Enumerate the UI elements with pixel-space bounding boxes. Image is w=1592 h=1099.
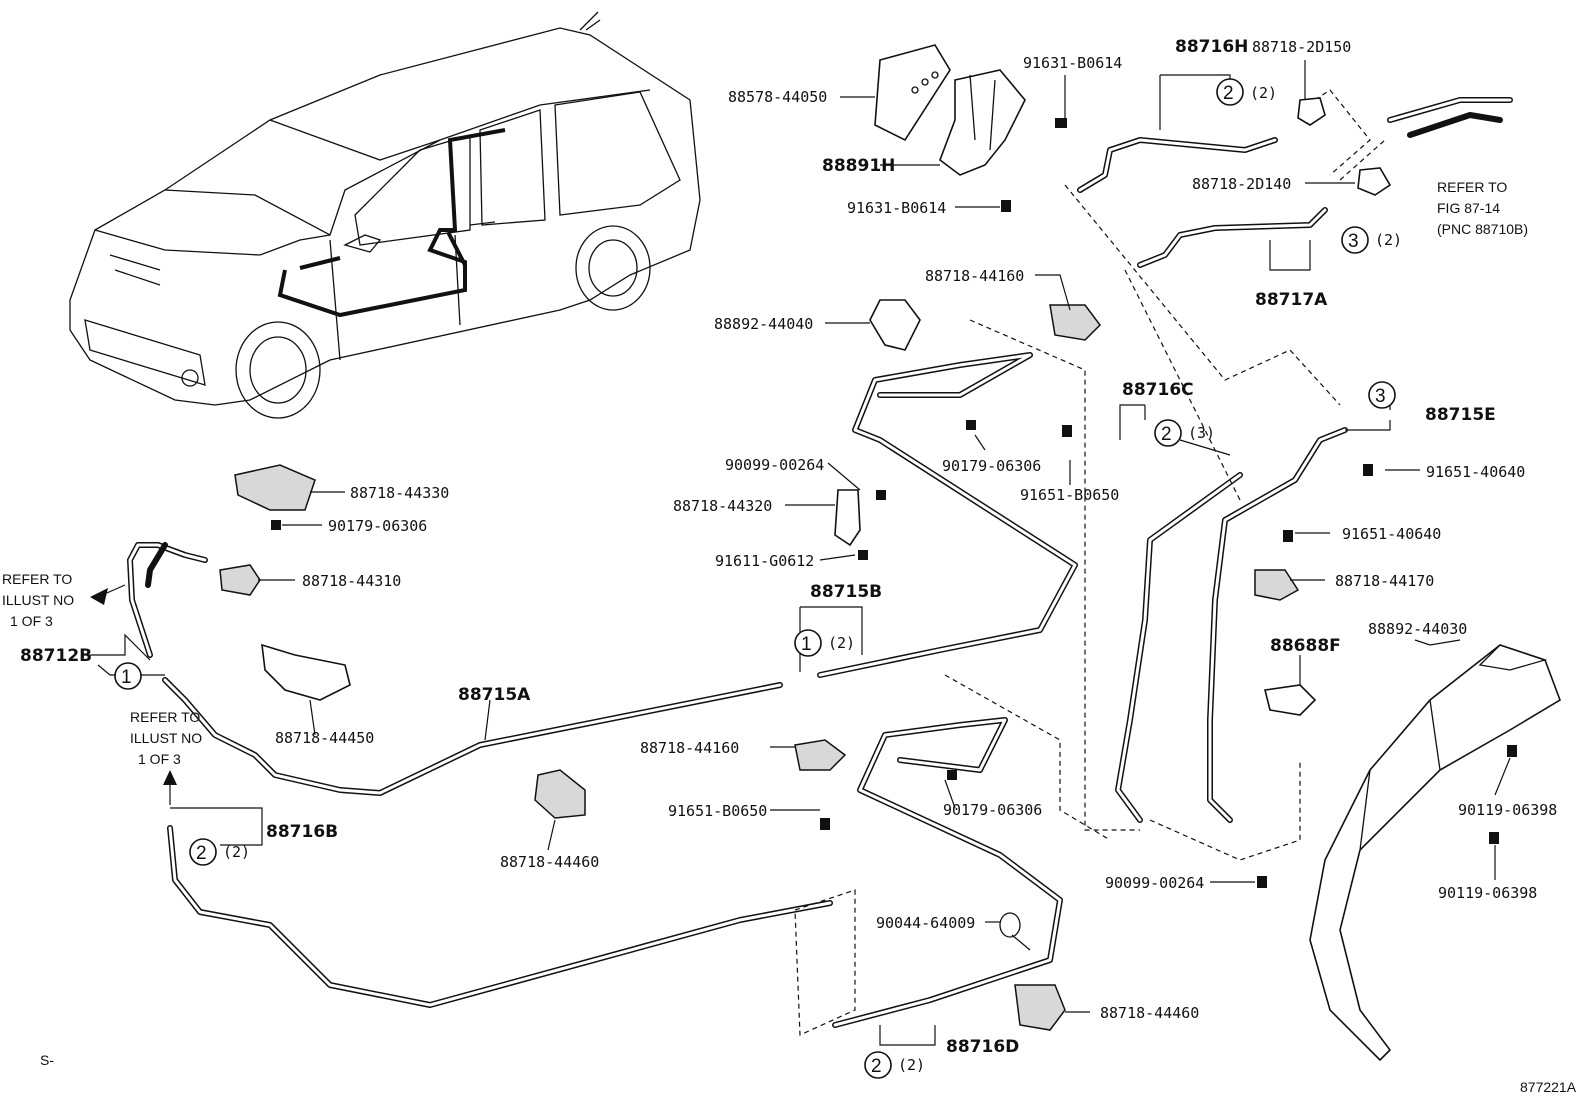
callout-number: 2 bbox=[871, 1056, 882, 1077]
refer-note-line: 1 OF 3 bbox=[138, 751, 181, 767]
part-label-88718-44160: 88718-44160 bbox=[925, 267, 1024, 285]
part-label-91611-g0612: 91611-G0612 bbox=[715, 552, 814, 570]
pipe-88716c bbox=[1115, 472, 1243, 823]
part-label-88718-44460: 88718-44460 bbox=[1100, 1004, 1199, 1022]
callout-qty: (2) bbox=[828, 634, 855, 652]
part-label-88892-44030: 88892-44030 bbox=[1368, 620, 1467, 638]
pipe-88715b bbox=[817, 352, 1078, 678]
callout-number: 1 bbox=[121, 667, 132, 688]
part-label-90179-06306: 90179-06306 bbox=[942, 457, 1041, 475]
callout-number: 2 bbox=[1223, 83, 1234, 104]
callout-number: 2 bbox=[1161, 424, 1172, 445]
pipe-refer-fig bbox=[1387, 97, 1513, 138]
pipe-88716d bbox=[832, 717, 1063, 1028]
part-label-90179-06306: 90179-06306 bbox=[328, 517, 427, 535]
part-label-88715b: 88715B bbox=[810, 582, 882, 602]
part-label-91651-40640: 91651-40640 bbox=[1342, 525, 1441, 543]
callout-number: 3 bbox=[1375, 386, 1386, 407]
part-label-88718-44170: 88718-44170 bbox=[1335, 572, 1434, 590]
part-label-88718-44160: 88718-44160 bbox=[640, 739, 739, 757]
footer-left-mark: S- bbox=[40, 1052, 54, 1068]
part-label-88716b: 88716B bbox=[266, 822, 338, 842]
part-label-88716h: 88716H bbox=[1175, 37, 1248, 57]
part-label-90119-06398: 90119-06398 bbox=[1458, 801, 1557, 819]
callout-qty: (2) bbox=[1250, 84, 1277, 102]
pipe-88712b bbox=[127, 542, 208, 658]
pipe-88716b bbox=[167, 825, 833, 1008]
part-label-91651-b0650: 91651-B0650 bbox=[668, 802, 767, 820]
callout-circles: 2 (2) 3 (2) 2 (3) 3 1 (2) 1 2 (2) 2 (2) bbox=[114, 78, 1402, 1079]
part-label-88891h: 88891H bbox=[822, 156, 895, 176]
callout-qty: (2) bbox=[898, 1056, 925, 1074]
part-label-88717a: 88717A bbox=[1255, 290, 1328, 310]
part-label-88718-44330: 88718-44330 bbox=[350, 484, 449, 502]
part-label-88716c: 88716C bbox=[1122, 380, 1194, 400]
refer-note-line: (PNC 88710B) bbox=[1437, 221, 1528, 237]
part-label-91631-b0614: 91631-B0614 bbox=[1023, 54, 1122, 72]
pipe-88717a bbox=[1137, 207, 1328, 268]
part-label-88578-44050: 88578-44050 bbox=[728, 88, 827, 106]
callout-qty: (2) bbox=[223, 843, 250, 861]
part-label-88718-2d140: 88718-2D140 bbox=[1192, 175, 1291, 193]
part-label-90099-00264: 90099-00264 bbox=[725, 456, 824, 474]
callout-number: 2 bbox=[196, 843, 207, 864]
vehicle-illustration bbox=[69, 11, 701, 419]
part-labels: 88578-44050 91631-B0614 88891H 91631-B06… bbox=[20, 37, 1557, 1057]
part-label-88712b: 88712B bbox=[20, 646, 92, 666]
part-label-90119-06398: 90119-06398 bbox=[1438, 884, 1537, 902]
part-label-88716d: 88716D bbox=[946, 1037, 1019, 1057]
part-label-88718-44450: 88718-44450 bbox=[275, 729, 374, 747]
part-label-90179-06306: 90179-06306 bbox=[943, 801, 1042, 819]
refer-note-line: ILLUST NO bbox=[130, 730, 202, 746]
part-label-90044-64009: 90044-64009 bbox=[876, 914, 975, 932]
part-label-91631-b0614: 91631-B0614 bbox=[847, 199, 946, 217]
part-label-88715e: 88715E bbox=[1425, 405, 1496, 425]
refer-note-line: ILLUST NO bbox=[2, 592, 74, 608]
part-label-90099-00264: 90099-00264 bbox=[1105, 874, 1204, 892]
reference-notes: REFER TO FIG 87-14 (PNC 88710B) REFER TO… bbox=[2, 179, 1528, 767]
leader-lines bbox=[90, 60, 1511, 1046]
callout-number: 1 bbox=[801, 634, 812, 655]
refer-note-line: REFER TO bbox=[2, 571, 72, 587]
pipe-88716h bbox=[1077, 137, 1278, 193]
callout-qty: (3) bbox=[1188, 424, 1215, 442]
refer-note-line: FIG 87-14 bbox=[1437, 200, 1500, 216]
part-label-91651-b0650: 91651-B0650 bbox=[1020, 486, 1119, 504]
refer-note-line: REFER TO bbox=[130, 709, 200, 725]
part-label-88688f: 88688F bbox=[1270, 636, 1341, 656]
callout-qty: (2) bbox=[1375, 231, 1402, 249]
pipe-88715a bbox=[162, 677, 783, 796]
part-label-88718-44460: 88718-44460 bbox=[500, 853, 599, 871]
refer-note-line: REFER TO bbox=[1437, 179, 1507, 195]
part-shapes bbox=[219, 44, 1561, 1062]
part-label-88718-44310: 88718-44310 bbox=[302, 572, 401, 590]
dashed-guides bbox=[794, 89, 1386, 1036]
part-label-91651-40640: 91651-40640 bbox=[1426, 463, 1525, 481]
figure-code: 877221A bbox=[1520, 1079, 1577, 1095]
part-label-88718-44320: 88718-44320 bbox=[673, 497, 772, 515]
pipe-88715e bbox=[1207, 427, 1348, 823]
part-label-88715a: 88715A bbox=[458, 685, 531, 705]
part-label-88892-44040: 88892-44040 bbox=[714, 315, 813, 333]
refer-note-line: 1 OF 3 bbox=[10, 613, 53, 629]
callout-number: 3 bbox=[1348, 231, 1359, 252]
refer-arrows bbox=[90, 584, 177, 785]
part-label-88718-2d150: 88718-2D150 bbox=[1252, 38, 1351, 56]
